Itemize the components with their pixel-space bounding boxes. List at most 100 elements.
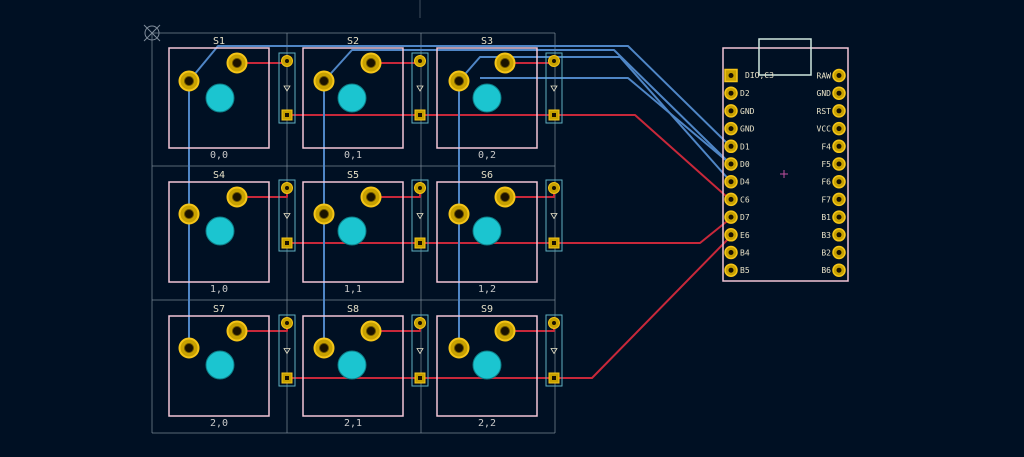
pad-drill bbox=[836, 143, 842, 149]
pad-drill bbox=[728, 267, 734, 273]
pad-drill bbox=[728, 250, 734, 255]
pad-drill bbox=[836, 126, 842, 132]
pad-drill bbox=[728, 214, 734, 220]
controller-left-pin-label: GND bbox=[740, 107, 755, 116]
diode-drill bbox=[418, 59, 422, 63]
switch-reference: S2 bbox=[347, 36, 359, 47]
diode-outline bbox=[278, 314, 296, 387]
pad-drill bbox=[728, 161, 734, 167]
diode-symbol-icon bbox=[416, 348, 424, 355]
controller-left-pin-label: D7 bbox=[740, 213, 750, 222]
key-outline bbox=[302, 315, 404, 417]
switch-reference: S4 bbox=[213, 170, 225, 181]
controller-left-pin-label: GND bbox=[740, 125, 755, 134]
switch-reference: S6 bbox=[481, 170, 493, 181]
controller-right-pin-label: F7 bbox=[821, 195, 831, 204]
controller-left-pin-label: D2 bbox=[740, 89, 750, 98]
switch-position: 0,0 bbox=[210, 150, 228, 161]
origin-circle bbox=[144, 25, 160, 41]
switch-position: 1,0 bbox=[210, 284, 228, 295]
switch-reference: S5 bbox=[347, 170, 359, 181]
controller-right-pin-label: B3 bbox=[821, 231, 831, 240]
center-hole bbox=[472, 350, 502, 380]
center-hole bbox=[205, 83, 235, 113]
diode-drill bbox=[285, 186, 289, 190]
pad-drill bbox=[728, 73, 734, 78]
diode-symbol-icon bbox=[283, 348, 291, 355]
pad-drill bbox=[728, 179, 734, 185]
diode-symbol-icon bbox=[283, 213, 291, 220]
key-outline bbox=[168, 315, 270, 417]
switch-position: 2,0 bbox=[210, 418, 228, 429]
diode-outline bbox=[411, 52, 429, 124]
diode-symbol-icon bbox=[416, 85, 424, 92]
key-outline bbox=[436, 315, 538, 417]
pad-drill bbox=[728, 143, 734, 149]
switch-position: 0,2 bbox=[478, 150, 496, 161]
pad-drill bbox=[836, 214, 842, 220]
pad-drill bbox=[836, 179, 842, 185]
center-hole bbox=[205, 216, 235, 246]
controller-left-pin-label: E6 bbox=[740, 231, 750, 240]
pad-drill bbox=[500, 58, 510, 68]
pad-drill bbox=[366, 326, 376, 336]
controller-right-pin-label: GND bbox=[817, 89, 832, 98]
diode-drill bbox=[285, 376, 289, 380]
key-outline bbox=[436, 47, 538, 149]
diode-drill bbox=[285, 113, 289, 117]
switch-s4[interactable]: S4 1,0 bbox=[168, 170, 296, 295]
switch-reference: S3 bbox=[481, 36, 493, 47]
diode-drill bbox=[552, 376, 556, 380]
pad-drill bbox=[454, 209, 464, 219]
pad-drill bbox=[232, 326, 242, 336]
diode-drill bbox=[418, 321, 422, 325]
controller-right-pin-label: B2 bbox=[821, 249, 831, 258]
switch-s1[interactable]: S10,0 bbox=[168, 36, 296, 161]
controller-left-pin-label: D0 bbox=[740, 160, 750, 169]
switch-position: 1,2 bbox=[478, 284, 496, 295]
center-hole bbox=[337, 216, 367, 246]
controller-outline bbox=[722, 47, 849, 282]
key-outline bbox=[302, 181, 404, 283]
column-aux-trace bbox=[480, 77, 732, 166]
pad-drill bbox=[728, 126, 734, 132]
controller-right-pin-label: F4 bbox=[821, 142, 831, 151]
diode-drill bbox=[285, 59, 289, 63]
diode-outline bbox=[545, 314, 563, 387]
controller-label: DIO,C3 bbox=[745, 71, 774, 80]
pad-drill bbox=[454, 76, 464, 86]
switch-s9[interactable]: S92,2 bbox=[436, 304, 563, 429]
diode-drill bbox=[418, 241, 422, 245]
usb-connector-outline bbox=[758, 38, 812, 76]
switch-s5[interactable]: S5 1,1 bbox=[302, 170, 429, 295]
center-hole bbox=[472, 83, 502, 113]
switch-s2[interactable]: S20,1 bbox=[302, 36, 429, 161]
switch-s3[interactable]: S3 0,2 bbox=[436, 36, 563, 161]
pad-drill bbox=[500, 192, 510, 202]
switch-position: 2,1 bbox=[344, 418, 362, 429]
switch-reference: S8 bbox=[347, 304, 359, 315]
switch-s7[interactable]: S72,0 bbox=[168, 304, 296, 429]
switch-s8[interactable]: S8 2,1 bbox=[302, 304, 429, 429]
key-outline bbox=[168, 47, 270, 149]
pad-drill bbox=[836, 73, 842, 78]
pad-drill bbox=[728, 196, 734, 202]
center-hole bbox=[337, 83, 367, 113]
switch-s6[interactable]: S6 1,2 bbox=[436, 170, 563, 295]
pad-drill bbox=[836, 267, 842, 273]
pad-drill bbox=[184, 76, 194, 86]
center-hole bbox=[205, 350, 235, 380]
column-1-trace bbox=[323, 49, 732, 166]
diode-symbol-icon bbox=[550, 213, 558, 220]
pad-drill bbox=[184, 209, 194, 219]
column-0-trace bbox=[188, 45, 732, 148]
diode-outline bbox=[411, 314, 429, 387]
switch-position: 1,1 bbox=[344, 284, 362, 295]
controller-right-pin-label: RST bbox=[817, 107, 832, 116]
pad-drill bbox=[366, 192, 376, 202]
key-outline bbox=[302, 47, 404, 149]
controller-footprint[interactable]: DIO,C3D2GNDGNDD1D0D4C6D7E6B4B5RAWGNDRSTV… bbox=[722, 38, 849, 282]
center-hole bbox=[337, 350, 367, 380]
